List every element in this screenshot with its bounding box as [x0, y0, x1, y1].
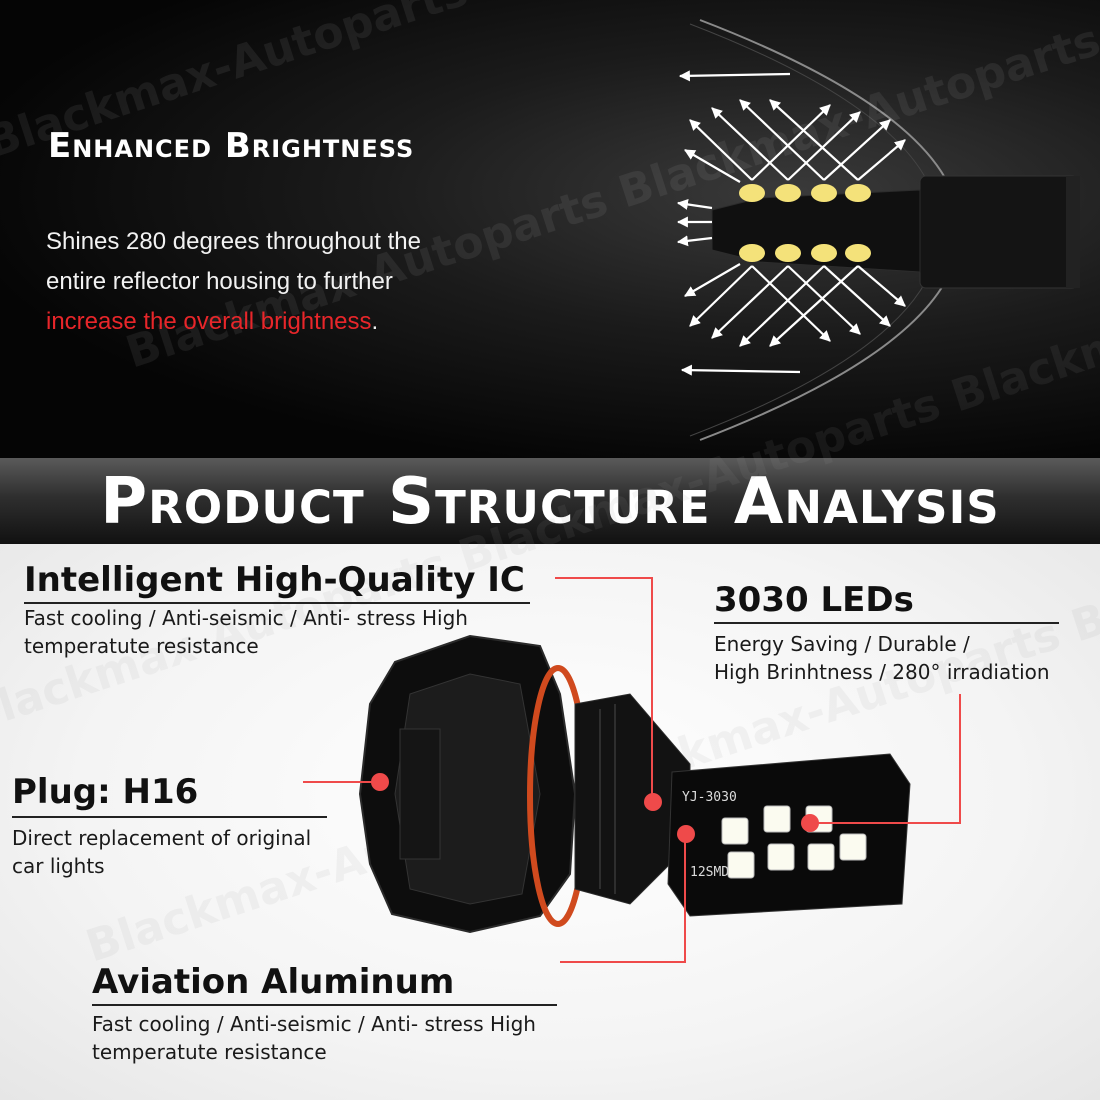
hero-highlight: increase the overall brightness: [46, 308, 372, 335]
led-row-bottom: [739, 244, 871, 262]
feature-plug-title: Plug: H16: [12, 772, 199, 812]
light-beam-illustration: [676, 19, 1080, 441]
hero-title: Enhanced Brightness: [48, 126, 415, 166]
divider: [714, 622, 1059, 624]
feature-aluminum-title: Aviation Aluminum: [92, 962, 455, 1002]
feature-ic-title: Intelligent High-Quality IC: [24, 560, 525, 600]
feature-leds-title: 3030 LEDs: [714, 580, 914, 620]
hero-description: Shines 280 degrees throughout the entire…: [46, 222, 516, 342]
smd-label: 12SMD: [690, 865, 729, 880]
feature-leds-desc-1: Energy Saving / Durable /: [714, 632, 970, 656]
hero-line: entire reflector housing to further: [46, 268, 393, 295]
feature-ic-desc-1: Fast cooling / Anti-seismic / Anti- stre…: [24, 606, 468, 630]
light-arrows: [676, 70, 906, 376]
bulb-base: [919, 175, 1079, 289]
divider: [92, 1004, 557, 1006]
feature-leds-desc-2: High Brinhtness / 280° irradiation: [714, 660, 1050, 684]
feature-plug-desc-1: Direct replacement of original: [12, 826, 312, 850]
section-banner: Product Structure Analysis: [0, 458, 1100, 544]
callout-dots: [371, 773, 819, 843]
led-board: [667, 753, 911, 917]
hero-period: .: [371, 308, 379, 335]
structure-analysis: Blackmax-Autoparts Blackmax-Autoparts Bl…: [0, 219, 1100, 1100]
feature-aluminum-desc-2: temperatute resistance: [92, 1040, 327, 1064]
divider: [12, 816, 327, 818]
brightness-hero: Blackmax-Autoparts Blackmax-Autoparts Bl…: [0, 0, 1100, 458]
feature-plug-desc-2: car lights: [12, 854, 105, 878]
bulb-illustration: YJ-3030 12SMD: [303, 577, 961, 963]
hero-line: increase the overall brightness.: [46, 302, 516, 342]
model-label: YJ-3030: [682, 790, 737, 805]
feature-aluminum-desc-1: Fast cooling / Anti-seismic / Anti- stre…: [92, 1012, 536, 1036]
led-row-top: [739, 184, 871, 202]
feature-ic-desc-2: temperatute resistance: [24, 634, 259, 658]
banner-title: Product Structure Analysis: [100, 465, 1000, 539]
callout-lines: [303, 577, 961, 963]
hero-line: Shines 280 degrees throughout the: [46, 228, 421, 255]
divider: [24, 602, 530, 604]
